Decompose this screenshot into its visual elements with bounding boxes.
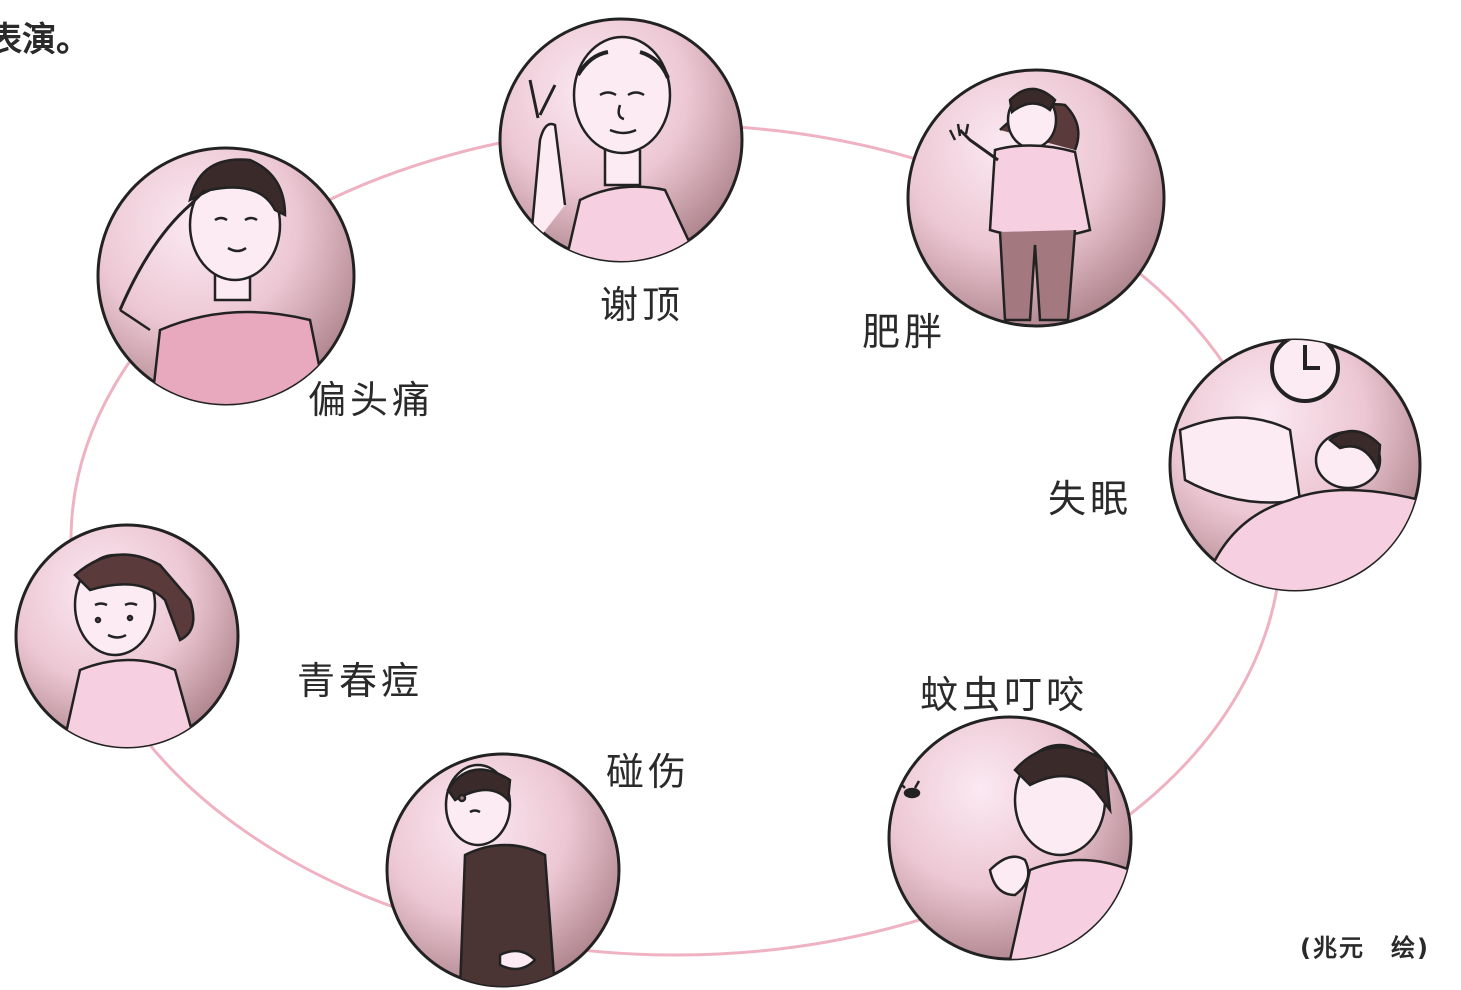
label-insomnia: 失眠: [1048, 477, 1133, 521]
label-baldness: 谢顶: [600, 283, 685, 327]
label-bruise: 碰伤: [606, 750, 691, 794]
illustrator-credit: (兆元 绘): [1300, 934, 1430, 962]
label-acne: 青春痘: [297, 659, 424, 703]
girl-with-ponytail-icon: [14, 523, 240, 749]
label-migraine: 偏头痛: [308, 378, 435, 422]
heading-fragment: 表演。: [0, 20, 90, 60]
woman-holding-head-icon: [96, 146, 356, 406]
man-with-mosquito-icon: [887, 715, 1133, 961]
overweight-woman-waving-icon: [906, 68, 1166, 328]
bruised-man-icon: [385, 752, 621, 988]
label-obesity: 肥胖: [862, 310, 947, 354]
person-in-bed-with-clock-icon: [1168, 338, 1422, 592]
bald-man-pointing-icon: [498, 17, 744, 263]
label-insect-bite: 蚊虫叮咬: [920, 673, 1089, 717]
